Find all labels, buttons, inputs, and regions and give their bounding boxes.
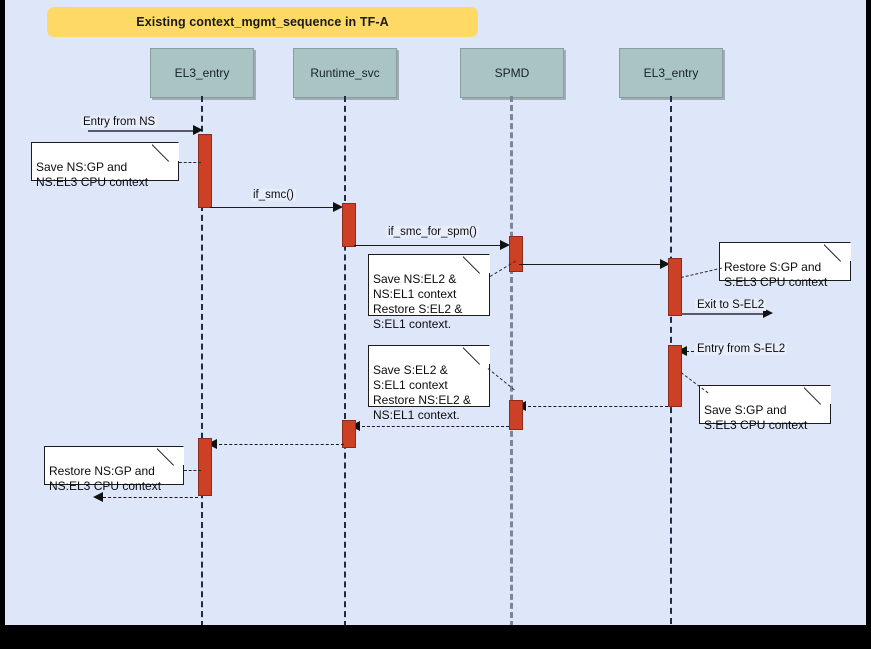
note-fold-icon [160,142,179,161]
note-connector-6 [184,470,201,471]
note-fold-icon [812,385,831,404]
lifeline-head-el3-entry-left[interactable]: EL3_entry [150,48,254,98]
arrowhead-if-smc [333,202,343,212]
note-save-ns-el2: Save NS:EL2 & NS:EL1 context Restore S:E… [368,254,490,331]
message-line-el3-right-to-spmd [523,406,668,407]
activation-runtime-svc-2 [342,420,356,448]
activation-el3-entry-right-1 [668,258,682,316]
note-connector-3 [680,267,723,278]
note-fold-icon [471,254,490,273]
message-label-entry-from-s-el2: Entry from S-EL2 [695,343,788,355]
message-line-if-smc-for-spm [354,245,504,246]
note-save-s-gp: Save S:GP and S:EL3 CPU context [699,385,831,432]
lifeline-runtime-svc [344,96,346,625]
message-line-entry-from-ns [88,130,196,132]
message-label-if-smc: if_smc() [251,189,296,201]
diagram-title-banner: Existing context_mgmt_sequence in TF-A [47,7,478,37]
message-line-if-smc [210,207,336,208]
lifeline-el3-entry-left [201,96,203,625]
lifeline-head-spmd[interactable]: SPMD [460,48,564,98]
note-restore-ns-gp: Restore NS:GP and NS:EL3 CPU context [44,446,184,493]
note-connector-1 [179,162,201,163]
message-label-if-smc-for-spm: if_smc_for_spm() [386,226,479,238]
note-text-save-s-el2: Save S:EL2 & S:EL1 context Restore NS:EL… [373,363,472,422]
arrowhead-entry-from-ns [193,125,203,135]
message-line-spmd-to-runtime-svc [357,426,509,427]
note-text-save-ns-el2: Save NS:EL2 & NS:EL1 context Restore S:E… [373,272,463,331]
note-save-s-el2: Save S:EL2 & S:EL1 context Restore NS:EL… [368,345,490,422]
activation-spmd-1 [509,236,523,272]
note-save-ns-gp: Save NS:GP and NS:EL3 CPU context [31,142,179,189]
message-label-exit-to-s-el2: Exit to S-EL2 [695,299,767,311]
activation-el3-entry-left-2 [198,438,212,496]
activation-runtime-svc-1 [342,203,356,247]
note-fold-icon [471,345,490,364]
note-text-restore-s-gp: Restore S:GP and S:EL3 CPU context [724,260,828,289]
arrowhead-exit-to-s-el2 [763,308,773,318]
arrowhead-if-smc-for-spm [500,240,510,250]
activation-spmd-2 [509,400,523,430]
note-fold-icon [832,242,851,261]
note-restore-s-gp: Restore S:GP and S:EL3 CPU context [719,242,851,289]
activation-el3-entry-right-2 [668,345,682,407]
note-connector-5 [680,372,709,394]
message-line-el3-left-exit [103,497,198,498]
note-text-save-ns-gp: Save NS:GP and NS:EL3 CPU context [36,160,149,189]
note-text-restore-ns-gp: Restore NS:GP and NS:EL3 CPU context [49,464,162,493]
message-line-runtime-svc-to-el3-left [214,444,344,445]
message-label-entry-from-ns: Entry from NS [81,116,158,128]
activation-el3-entry-left-1 [198,134,212,208]
arrowhead-runtime-svc-to-el3-left [207,439,217,449]
diagram-canvas: Existing context_mgmt_sequence in TF-A E… [5,0,866,625]
message-line-exit-to-s-el2 [681,313,766,315]
arrowhead-entry-from-s-el2 [677,346,687,356]
arrowhead-spmd-to-el3-right [660,259,670,269]
note-text-save-s-gp: Save S:GP and S:EL3 CPU context [704,403,808,432]
arrowhead-el3-left-exit [93,492,103,502]
lifeline-spmd [510,96,513,625]
lifeline-head-runtime-svc[interactable]: Runtime_svc [293,48,397,98]
note-fold-icon [165,446,184,465]
lifeline-head-el3-entry-right[interactable]: EL3_entry [619,48,723,98]
message-line-spmd-to-el3-right [519,264,664,265]
